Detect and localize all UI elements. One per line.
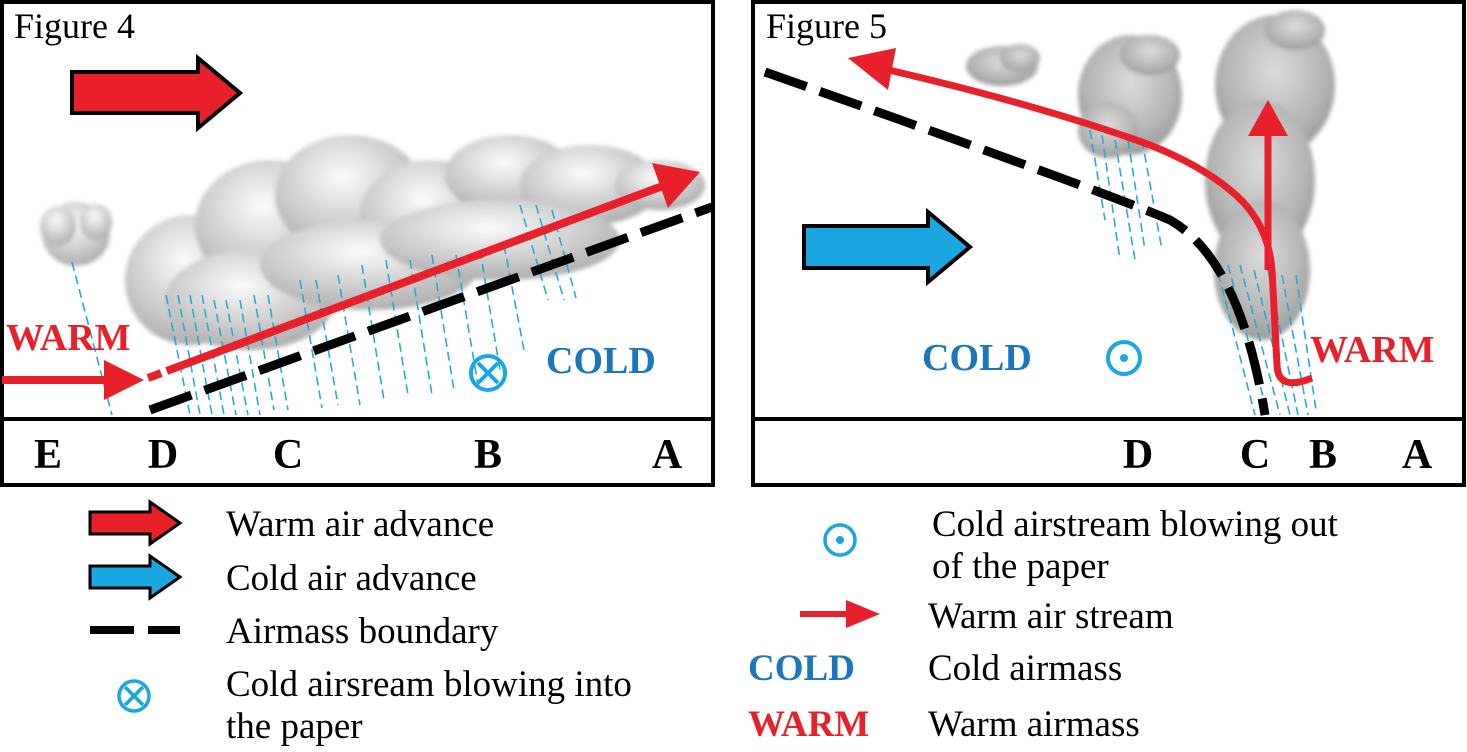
- cold-advance-arrow-icon: [88, 553, 183, 601]
- cold-airmass-label: COLD: [922, 337, 1032, 379]
- axis-letter-d: D: [1123, 432, 1153, 478]
- warm-air-stream-icon: [2, 163, 700, 400]
- legend-label: Cold air advance: [226, 558, 477, 599]
- figure-4-title: Figure 4: [14, 6, 135, 46]
- legend-left: Warm air advance Cold air advance Airmas…: [88, 499, 632, 747]
- cold-into-paper-icon: [117, 679, 151, 713]
- legend-label: Airmass boundary: [226, 611, 499, 652]
- legend-warm-symbol: WARM: [748, 704, 869, 745]
- cloud-icon: [40, 202, 112, 266]
- airmass-boundary-icon: [148, 202, 714, 415]
- warm-airmass-label: WARM: [6, 317, 131, 359]
- legend-cold-symbol: COLD: [748, 648, 855, 689]
- warm-air-stream-icon: [1248, 100, 1288, 136]
- axis-letter-e: E: [34, 432, 62, 478]
- axis-letter-b: B: [1309, 432, 1337, 478]
- legend-right: Cold airstream blowing out of the paper …: [748, 504, 1339, 745]
- legend-item: Cold airstream blowing out of the paper: [823, 504, 1339, 587]
- legend-label: Cold airsream blowing into: [226, 664, 632, 705]
- warm-advance-arrow-icon: [70, 53, 244, 133]
- cold-out-of-paper-icon: [1106, 340, 1142, 376]
- legend-item: WARM Warm airmass: [748, 704, 1140, 745]
- figure-5: Figure 5: [751, 0, 1466, 487]
- legend-label: Warm air stream: [928, 596, 1174, 637]
- legend-label: of the paper: [932, 546, 1109, 587]
- cold-airmass-label: COLD: [546, 340, 656, 382]
- axis-letter-a: A: [1402, 432, 1433, 478]
- legend-item: Cold airsream blowing into the paper: [117, 664, 632, 747]
- legend-label: Warm airmass: [928, 704, 1140, 745]
- warm-air-stream-icon: [848, 48, 896, 90]
- cold-into-paper-icon: [469, 354, 507, 392]
- figure-5-title: Figure 5: [766, 6, 887, 46]
- legend-item: Airmass boundary: [90, 611, 499, 652]
- axis-letter-d: D: [148, 432, 178, 478]
- airmass-boundary-icon: [763, 67, 1270, 416]
- legend-item: COLD Cold airmass: [748, 648, 1122, 689]
- legend-item: Warm air stream: [800, 596, 1174, 637]
- warm-air-stream-icon: [800, 600, 880, 628]
- legend-label: Cold airmass: [928, 648, 1122, 689]
- axis-letter-c: C: [1240, 432, 1270, 478]
- cloud-icon: [966, 44, 1040, 86]
- axis-letter-c: C: [273, 432, 303, 478]
- cold-out-of-paper-icon: [823, 523, 857, 557]
- warm-advance-arrow-icon: [88, 499, 183, 547]
- axis-letter-b: B: [474, 432, 502, 478]
- legend-label: the paper: [226, 706, 363, 747]
- figure-4: Figure 4: [0, 0, 715, 487]
- cold-advance-arrow-icon: [802, 207, 974, 287]
- legend-label: Warm air advance: [226, 504, 494, 545]
- warm-air-stream-icon: [879, 64, 1314, 387]
- legend-item: Cold air advance: [88, 553, 477, 601]
- axis-letter-a: A: [652, 432, 683, 478]
- warm-airmass-label: WARM: [1310, 329, 1435, 371]
- legend-item: Warm air advance: [88, 499, 494, 547]
- legend-label: Cold airstream blowing out: [932, 504, 1339, 545]
